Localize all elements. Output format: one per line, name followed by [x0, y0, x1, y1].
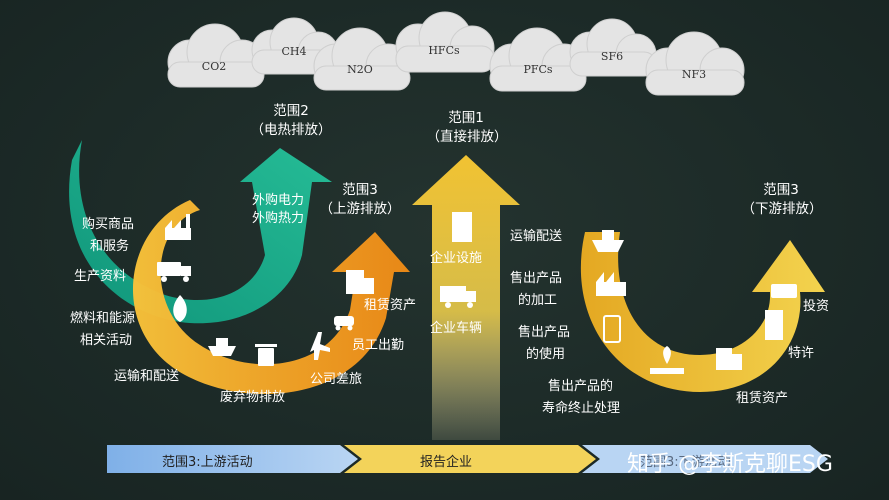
- truck-icon: [157, 262, 191, 282]
- car-icon: [334, 316, 354, 331]
- gas-n2o: N2O: [347, 63, 373, 76]
- truck-icon-2: [440, 286, 476, 308]
- cloud-n2o: [313, 27, 411, 91]
- scope2-subtitle: （电热排放）: [250, 122, 332, 138]
- cloud-nf3: [645, 31, 745, 96]
- bar-label-upstream: 范围3:上游活动: [162, 455, 253, 470]
- plane-icon: [310, 332, 330, 360]
- bar-segment-company: [344, 445, 596, 473]
- gas-co2: CO2: [201, 60, 227, 73]
- cloud-hfcs: [395, 11, 495, 73]
- bar-label-downstream: 范围3:下游活动: [640, 455, 731, 470]
- building-icon-2: [716, 348, 742, 370]
- upstream-item-waste: 废弃物排放: [220, 390, 286, 405]
- factory-icon: [165, 214, 191, 240]
- fire-icon: [173, 295, 187, 322]
- factory-icon-2: [596, 272, 626, 296]
- office-building-icon: [452, 212, 472, 242]
- cloud-group: [167, 11, 745, 96]
- scope3-upstream-title: 范围3: [342, 182, 378, 198]
- downstream-item-sold-2: 售出产品: [518, 325, 571, 340]
- scope1-subtitle: （直接排放）: [426, 129, 508, 145]
- upstream-item-goods: 购买商品: [82, 217, 135, 232]
- money-icon: [771, 284, 797, 298]
- scope1-item-facilities: 企业设施: [430, 251, 483, 266]
- gas-pfcs: PFCs: [523, 63, 553, 76]
- downstream-item-use: 的使用: [526, 347, 566, 362]
- downstream-item-investments: 投资: [803, 299, 830, 314]
- upstream-item-services: 和服务: [90, 239, 130, 254]
- upstream-item-energy: 相关活动: [80, 333, 133, 348]
- upstream-item-travel: 公司差旅: [310, 372, 363, 387]
- trash-icon: [255, 344, 277, 366]
- downstream-item-franchises: 特许: [788, 346, 815, 361]
- scope2-title: 范围2: [273, 103, 309, 119]
- scope3-upstream-subtitle: （上游排放）: [319, 201, 401, 217]
- phone-icon: [603, 315, 621, 343]
- scope3-downstream-arrow: [580, 232, 825, 392]
- downstream-item-sold-3: 售出产品的: [548, 379, 614, 394]
- bar-segment-upstream: [107, 445, 358, 473]
- scope3-downstream-subtitle: （下游排放）: [741, 201, 823, 217]
- gas-sf6: SF6: [600, 50, 624, 63]
- ship-icon: [208, 338, 236, 356]
- upstream-item-commute: 员工出勤: [352, 338, 405, 353]
- upstream-item-fuel: 燃料和能源: [70, 311, 136, 326]
- cloud-sf6: [569, 18, 657, 77]
- scope2-arrow: [69, 140, 332, 324]
- scope3-upstream-arrow: [132, 200, 410, 395]
- downstream-item-transport: 运输配送: [510, 229, 563, 244]
- upstream-item-leased: 租赁资产: [364, 298, 417, 313]
- ship-icon-2: [592, 230, 624, 252]
- building-icon: [346, 270, 374, 294]
- building-icon-3: [765, 310, 783, 340]
- scope3-downstream-title: 范围3: [763, 182, 799, 198]
- downstream-item-sold-1: 售出产品: [510, 271, 563, 286]
- bar-label-company: 报告企业: [420, 455, 473, 470]
- cloud-co2: [167, 23, 265, 88]
- upstream-item-capital: 生产资料: [74, 269, 127, 284]
- downstream-item-end-of-life: 寿命终止处理: [542, 401, 621, 416]
- cloud-pfcs: [489, 27, 587, 92]
- watermark: 知乎 @李斯克聊ESG: [627, 452, 833, 477]
- downstream-item-leased: 租赁资产: [736, 391, 789, 406]
- scope2-item-electricity: 外购电力: [252, 193, 305, 208]
- gas-hfcs: HFCs: [428, 44, 460, 57]
- gas-ch4: CH4: [281, 45, 307, 58]
- plant-hand-icon: [650, 346, 684, 374]
- upstream-item-transport: 运输和配送: [114, 369, 180, 384]
- scope1-title: 范围1: [448, 110, 484, 126]
- scope1-item-vehicles: 企业车辆: [430, 321, 483, 336]
- downstream-item-processing: 的加工: [518, 293, 558, 308]
- bar-segment-downstream: [582, 445, 828, 473]
- gas-nf3: NF3: [681, 68, 707, 81]
- scope2-item-heat: 外购热力: [252, 211, 305, 226]
